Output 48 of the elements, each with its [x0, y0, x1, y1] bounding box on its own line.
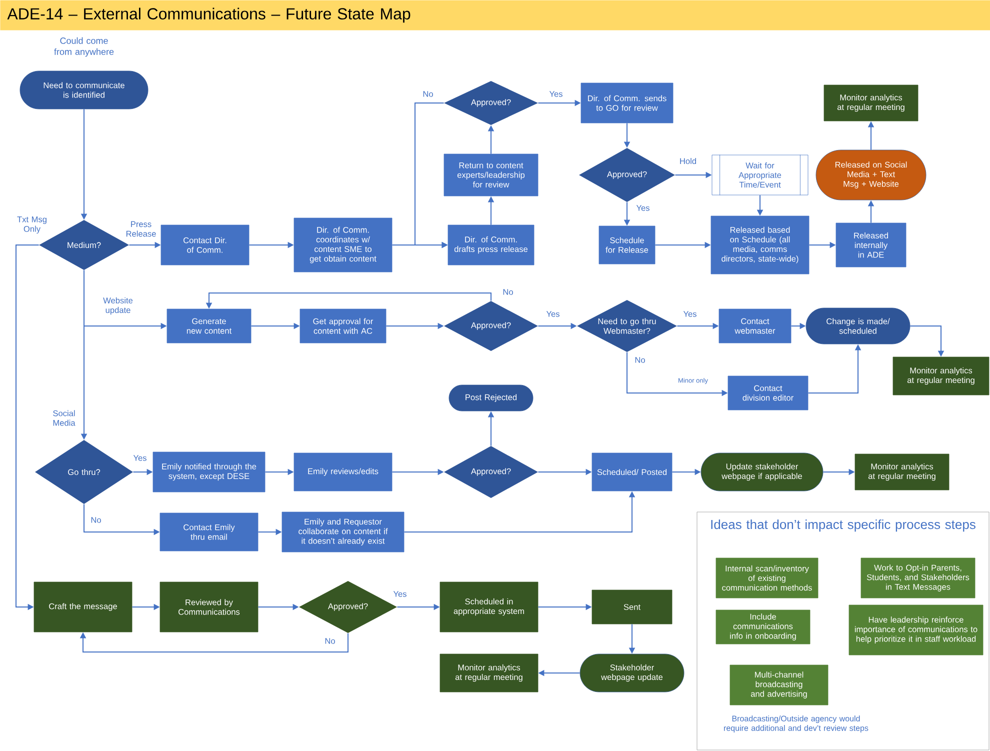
process-box: Contact Dir. of Comm. [160, 224, 250, 266]
process-box: Monitor analytics at regular meeting [824, 84, 918, 122]
process-box: Sent [592, 590, 672, 624]
process-box: Scheduled in appropriate system [440, 582, 538, 632]
process-box: Monitor analytics at regular meeting [854, 454, 950, 490]
edge-label: No [422, 90, 434, 98]
edge-label: No [634, 356, 646, 364]
process-box: Schedule for Release [598, 226, 656, 264]
idea-box: Multi-channel broadcasting and advertising [730, 664, 828, 706]
process-box: Dir. of Comm. coordinates w/ content SME to get obtain content [294, 218, 392, 272]
process-box: Contact division editor [728, 376, 808, 410]
process-box: Monitor analytics at regular meeting [892, 356, 990, 396]
title-band: ADE-14 – External Communications – Future State Map [0, 0, 990, 30]
panel-heading: Ideas that don’t impact specific process steps [711, 520, 976, 532]
process-box: Monitor analytics at regular meeting [440, 654, 538, 692]
process-box: Scheduled/ Posted [592, 452, 672, 492]
edge-label: Yes [635, 204, 651, 212]
idea-box: Work to Opt-in Parents, Students, and Stakeholders in Text Messages [860, 558, 976, 598]
process-box: Released based on Schedule (all media, comms directors, state-wide) [710, 216, 810, 274]
ideas-panel [696, 512, 990, 750]
process-box: Emily reviews/edits [294, 452, 392, 492]
edge-label: Yes [132, 454, 148, 462]
idea-box: Have leadership reinforce importance of communications to help prioritize it in staff workload [848, 604, 984, 656]
annotation: Could come from anywhere [54, 37, 114, 57]
process-box: Reviewed by Communications [160, 582, 258, 632]
edge-label: Yes [545, 310, 561, 318]
process-box: Generate new content [166, 308, 252, 344]
process-box: Return to content experts/leadership for review [444, 154, 538, 196]
edge-label: Yes [682, 310, 698, 318]
edge-label: Social Media [46, 409, 82, 427]
process-box: Get approval for content with AC [300, 308, 386, 344]
process-box: Released internally in ADE [836, 222, 906, 268]
process-box: Contact Emily thru email [160, 512, 258, 552]
predefined-process-box: Wait for Appropriate Time/Event [712, 154, 808, 196]
process-box: Emily notified through the system, except DESE [152, 452, 266, 492]
process-box: Craft the message [34, 582, 132, 632]
idea-box: Internal scan/inventory of existing communication methods [716, 558, 818, 598]
edge-label: No [324, 637, 336, 645]
edge-label: Website update [100, 296, 136, 316]
edge-label: No [90, 516, 102, 524]
process-box: Contact webmaster [718, 308, 792, 344]
edge-label: Yes [548, 90, 564, 98]
process-box: Emily and Requestor collaborate on content if it doesn’t already exist [282, 512, 404, 552]
edge-label: No [502, 288, 514, 296]
process-box: Dir. of Comm. drafts press release [448, 224, 534, 266]
panel-note: Broadcasting/Outside agency would require additional and dev’t review steps [724, 716, 868, 732]
idea-box: Include communications info in onboarding [716, 610, 810, 644]
process-box: Dir. of Comm. sends to GO for review [580, 82, 674, 124]
